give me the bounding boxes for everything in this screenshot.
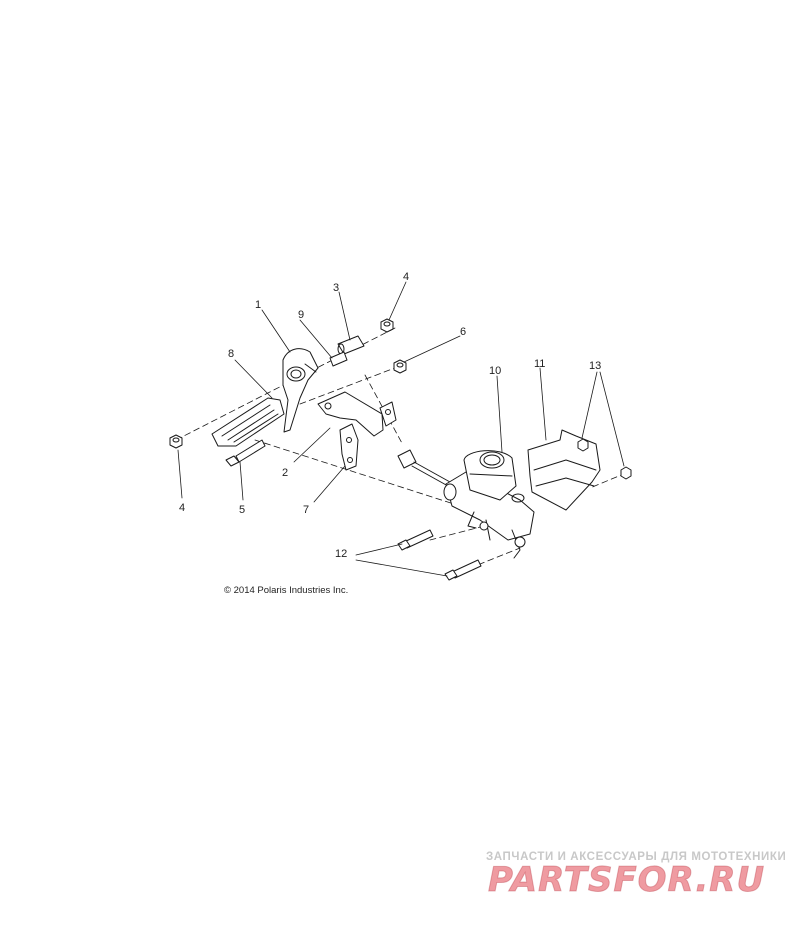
bushing-9 [329, 351, 348, 367]
bolt-12a [397, 529, 434, 551]
nut-6 [393, 359, 407, 374]
callout-labels: 1 2 3 4 4 5 6 7 8 9 10 11 12 13 [179, 271, 601, 560]
callout-5: 5 [239, 504, 245, 516]
callout-13: 13 [589, 360, 601, 372]
callout-9: 9 [298, 309, 304, 321]
pedal-pad [211, 397, 285, 447]
callout-7: 7 [303, 504, 309, 516]
master-cylinder [443, 450, 535, 559]
nut-left [169, 434, 183, 449]
brake-pedal-arm [282, 348, 319, 433]
nut-13a [577, 438, 589, 452]
callout-11: 11 [534, 358, 545, 370]
watermark-brand: PARTSFOR.RU [487, 860, 766, 901]
bolt-12b [444, 559, 482, 581]
nut-top [380, 318, 394, 333]
pushrod [397, 449, 451, 487]
watermark-tagline: ЗАПЧАСТИ И АКСЕССУАРЫ ДЛЯ МОТОТЕХНИКИ [486, 851, 787, 863]
callout-12: 12 [335, 548, 347, 560]
callout-1: 1 [255, 299, 261, 311]
bolt-5 [225, 439, 266, 467]
callout-2: 2 [282, 467, 288, 479]
callout-8: 8 [228, 348, 234, 360]
copyright-notice: © 2014 Polaris Industries Inc. [224, 585, 349, 596]
callout-4-left: 4 [179, 502, 185, 514]
leader-lines [177, 281, 625, 577]
sleeve-3 [337, 335, 365, 355]
pedal-bracket [317, 391, 397, 437]
callout-4-top: 4 [403, 271, 409, 283]
clevis-bracket [339, 423, 359, 471]
callout-10: 10 [489, 365, 501, 377]
callout-3: 3 [333, 282, 339, 294]
callout-6: 6 [460, 326, 466, 338]
nut-13b [620, 466, 632, 480]
heat-shield [527, 429, 601, 511]
